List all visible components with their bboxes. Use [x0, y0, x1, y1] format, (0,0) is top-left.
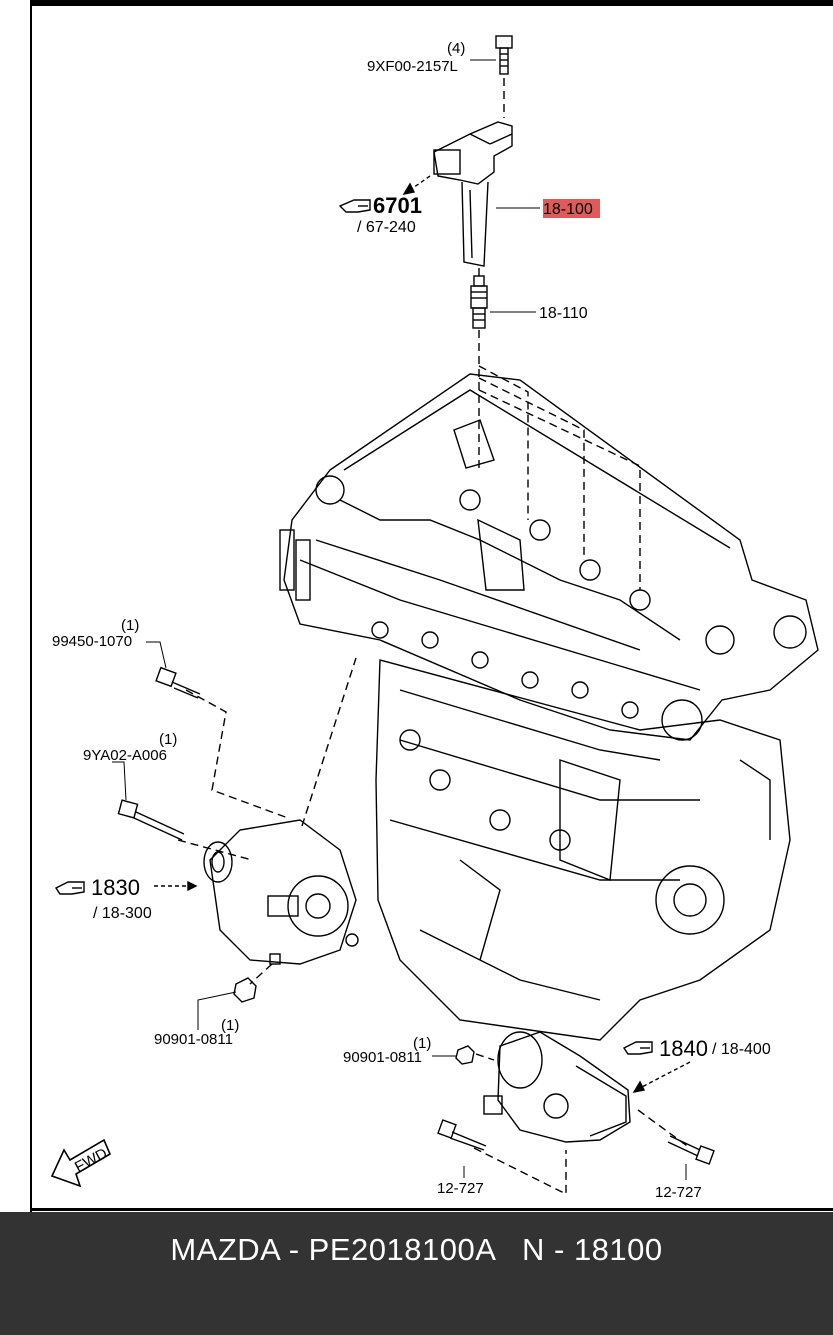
- bolt-a-part-number[interactable]: 99450-1070: [52, 633, 132, 650]
- bolt-a-qty: (1): [121, 617, 139, 634]
- nut-alternator-drawing: [233, 977, 257, 1003]
- ref-1830[interactable]: 1830: [91, 875, 140, 900]
- bolt-top-part-number[interactable]: 9XF00-2157L: [367, 58, 458, 75]
- footer-bar: MAZDA - PE2018100A N - 18100: [0, 1212, 833, 1335]
- bolt-99450-drawing: [155, 666, 201, 699]
- coil-part-number[interactable]: 18-100: [543, 201, 593, 218]
- spark-plug-part-number[interactable]: 18-110: [539, 305, 588, 322]
- fwd-arrow-icon: [50, 1138, 112, 1188]
- top-bolt-drawing: [495, 35, 513, 75]
- top-border: [30, 0, 833, 6]
- ref-1840-sub: / 18-400: [712, 1041, 771, 1058]
- ref-6701[interactable]: 6701: [373, 193, 422, 218]
- left-border: [30, 0, 32, 1212]
- bolt-b-part-number[interactable]: 9YA02-A006: [83, 747, 167, 764]
- bolt-9YA02-drawing: [117, 799, 185, 841]
- spark-plug-drawing: [470, 275, 488, 329]
- alternator-drawing: [203, 819, 359, 965]
- starter-motor-drawing: [483, 1031, 631, 1143]
- nut-starter-drawing: [455, 1045, 475, 1065]
- bolt-12727-right-drawing: [667, 1135, 715, 1165]
- ref-1840[interactable]: 1840: [659, 1036, 708, 1061]
- bolt-12727-left-drawing: [437, 1119, 487, 1151]
- ref-1830-sub: / 18-300: [93, 905, 152, 922]
- fwd-label: FWD: [72, 1145, 110, 1176]
- parts-diagram: FWD (4) 9XF00-2157L 6701 / 67-240 18-100…: [30, 0, 833, 1212]
- hand-pointer-icon: [54, 881, 85, 895]
- nut-b-qty: (1): [413, 1035, 431, 1052]
- bolt-d-part-number[interactable]: 12-727: [655, 1184, 702, 1201]
- ref-6701-sub: / 67-240: [357, 219, 416, 236]
- bottom-border: [30, 1208, 833, 1211]
- engine-exploded-view: FWD (4) 9XF00-2157L 6701 / 67-240 18-100…: [50, 35, 819, 1201]
- nut-a-qty: (1): [221, 1017, 239, 1034]
- part-caption: MAZDA - PE2018100A N - 18100: [170, 1232, 663, 1267]
- bolt-c-part-number[interactable]: 12-727: [437, 1180, 484, 1197]
- bolt-b-qty: (1): [159, 731, 177, 748]
- cylinder-head-drawing: [279, 373, 819, 741]
- highlighted-part-box: [543, 199, 600, 218]
- bolt-top-qty: (4): [447, 40, 465, 57]
- hand-pointer-icon: [622, 1041, 653, 1055]
- nut-b-part-number[interactable]: 90901-0811: [343, 1049, 422, 1066]
- engine-block-drawing: [375, 659, 791, 1041]
- ignition-coil-drawing: [433, 121, 513, 267]
- hand-pointer-icon: [338, 199, 371, 213]
- nut-a-part-number[interactable]: 90901-0811: [154, 1031, 233, 1048]
